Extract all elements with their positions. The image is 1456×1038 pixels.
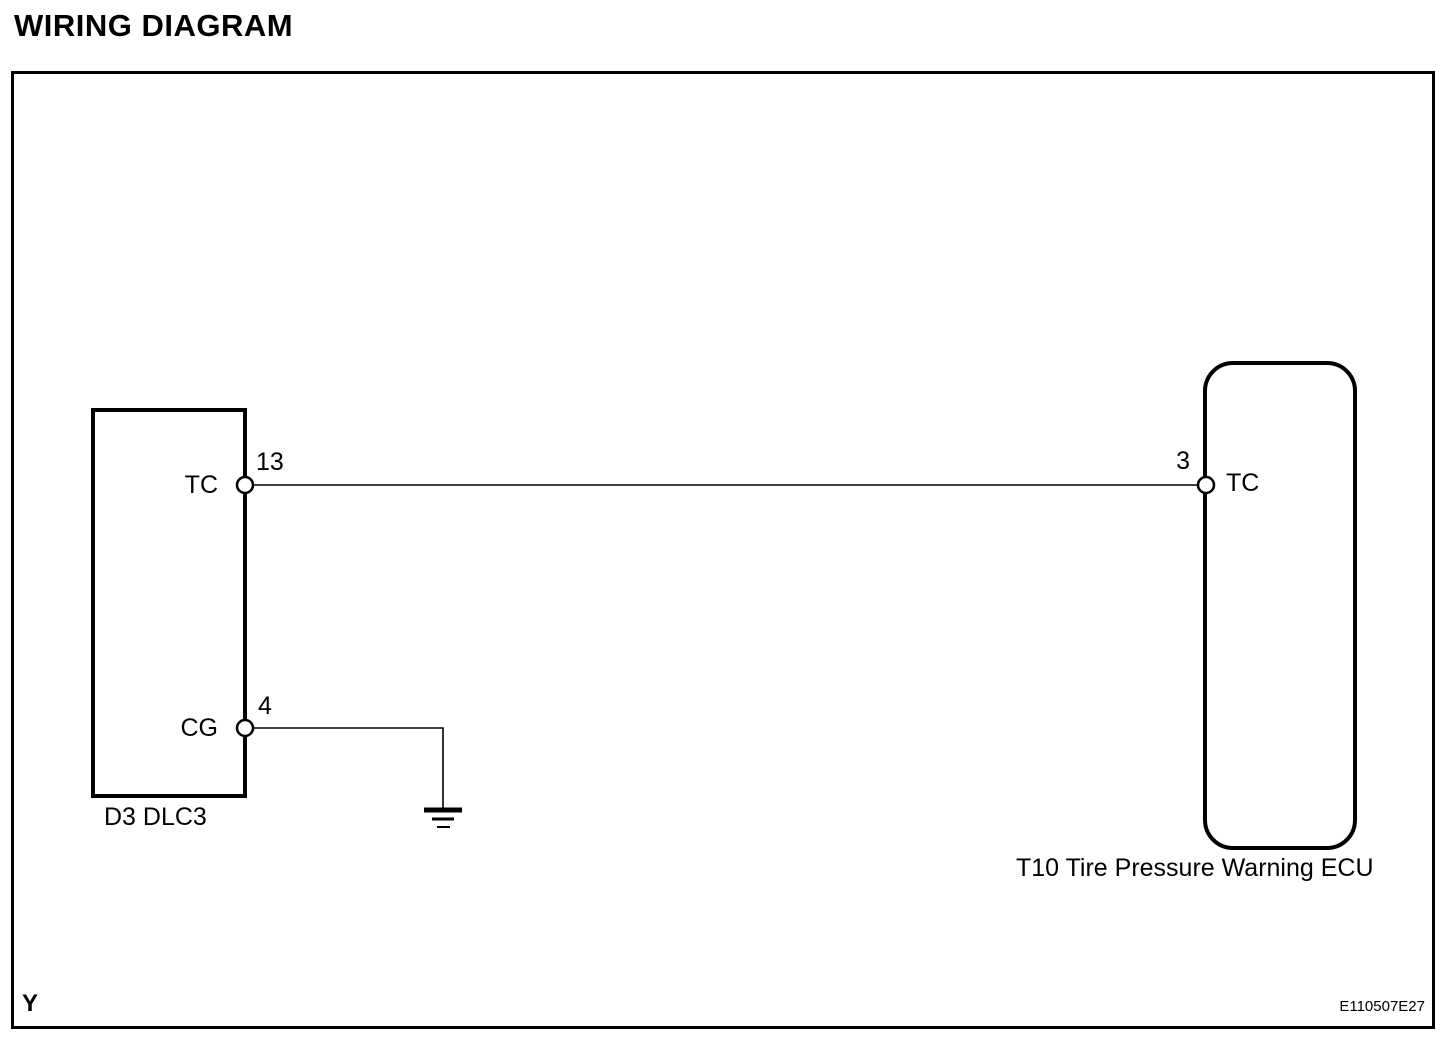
ecu-component-label: T10 Tire Pressure Warning ECU [1016, 854, 1374, 882]
dlc3-component-label: D3 DLC3 [104, 803, 207, 831]
pin-terminal-ecu-tc [1196, 475, 1216, 495]
ground-symbol [424, 807, 462, 828]
diagram-frame [11, 71, 1435, 1029]
pin-terminal-dlc3-cg [235, 718, 255, 738]
pin-terminal-dlc3-tc [235, 475, 255, 495]
ecu-pin-3-number: 3 [1176, 447, 1190, 475]
ecu-pin-tc-label: TC [1226, 469, 1260, 497]
dlc3-connector-box [91, 408, 247, 798]
dlc3-pin-tc-label: TC [184, 471, 218, 499]
figure-code: E110507E27 [1339, 998, 1425, 1015]
tire-pressure-ecu-box [1203, 361, 1357, 850]
dlc3-pin-4-number: 4 [258, 692, 272, 720]
dlc3-pin-13-number: 13 [256, 448, 284, 476]
footer-revision-mark: Y [22, 990, 39, 1017]
page-title: WIRING DIAGRAM [14, 8, 294, 43]
dlc3-pin-cg-label: CG [180, 714, 219, 742]
cg-ground-wire [245, 727, 444, 808]
